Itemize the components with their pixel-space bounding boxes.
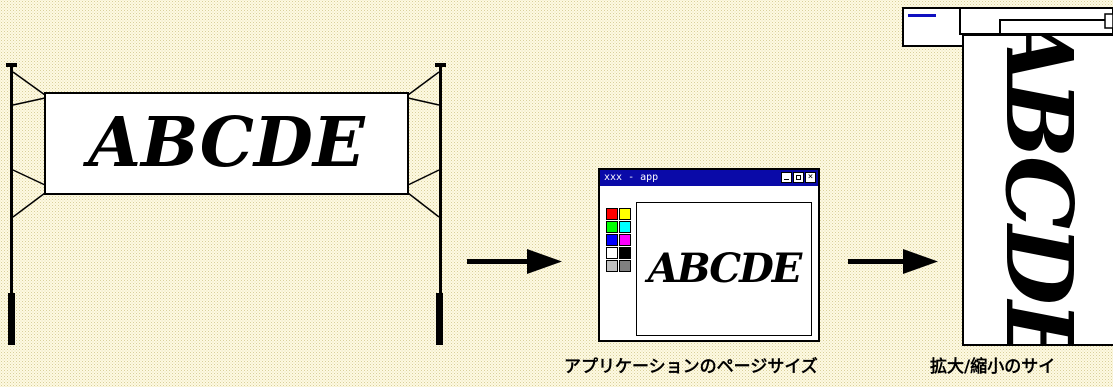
app-canvas-text: ABCDE [647, 245, 803, 292]
minimize-icon[interactable] [781, 172, 792, 183]
arrow-right-icon [848, 249, 938, 274]
app-window: xxx - app × ABCDE [598, 168, 820, 342]
palette-swatch[interactable] [606, 208, 618, 220]
palette-swatch[interactable] [619, 260, 631, 272]
palette-swatch[interactable] [619, 234, 631, 246]
app-title-bar: xxx - app × [600, 170, 818, 186]
palette-swatch[interactable] [606, 247, 618, 259]
close-icon[interactable]: × [805, 172, 816, 183]
printer [902, 7, 1113, 47]
palette-swatch[interactable] [606, 221, 618, 233]
window-controls: × [781, 172, 816, 183]
banner-pole-left [10, 65, 13, 345]
arrow-right-icon [467, 249, 562, 274]
palette-swatch[interactable] [619, 208, 631, 220]
banner-pole-right [439, 65, 442, 345]
palette-swatch[interactable] [619, 247, 631, 259]
app-caption: アプリケーションのページサイズ [564, 357, 818, 377]
palette-swatch[interactable] [606, 260, 618, 272]
banner-scene [6, 63, 446, 345]
palette-swatch[interactable] [619, 221, 631, 233]
printer-text: ABCDE [984, 34, 1093, 346]
app-title: xxx - app [604, 172, 659, 183]
printed-paper: ABCDE [962, 34, 1113, 346]
palette-swatch[interactable] [606, 234, 618, 246]
app-canvas[interactable]: ABCDE [636, 202, 812, 336]
banner-text: ABCDE [88, 103, 365, 183]
banner-cloth [44, 92, 409, 195]
printer-caption: 拡大/縮小のサイ [930, 357, 1056, 377]
color-palette [606, 208, 631, 272]
maximize-icon[interactable] [793, 172, 804, 183]
